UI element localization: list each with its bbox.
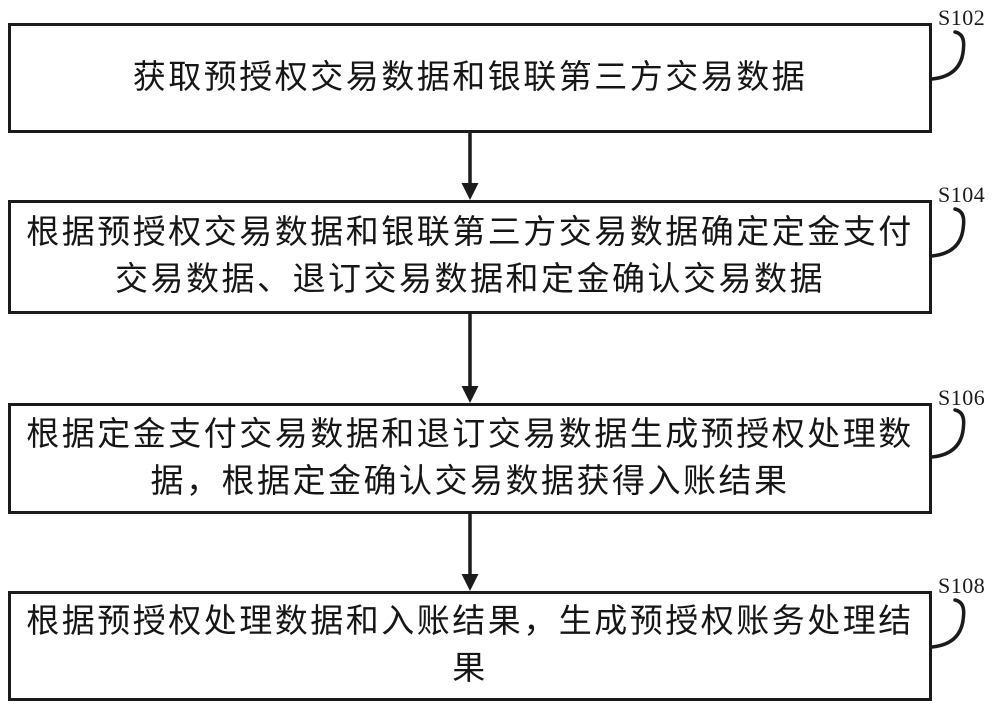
step-text-line: 根据定金支付交易数据和退订交易数据生成预授权处理数 [26,416,914,453]
flow-arrow-down-2 [461,314,479,403]
step-box-s104: 根据预授权交易数据和银联第三方交易数据确定定金支付 交易数据、退订交易数据和定金… [8,200,932,314]
step-text-line: 据，根据定金确认交易数据获得入账结果 [150,463,790,500]
reference-hook-curve-s106 [930,408,966,459]
reference-hook-curve-s102 [930,30,966,81]
reference-hook-curve-s104 [930,207,966,258]
step-label-s104: S104 [938,182,986,207]
step-box-s108: 根据预授权处理数据和入账结果，生成预授权账务处理结 果 [8,591,932,701]
step-box-s102: 获取预授权交易数据和银联第三方交易数据 [8,23,932,133]
step-text-line: 交易数据、退订交易数据和定金确认交易数据 [115,262,825,298]
reference-hook-curve-s108 [930,598,966,649]
step-box-s106: 根据定金支付交易数据和退订交易数据生成预授权处理数 据，根据定金确认交易数据获得… [8,403,932,514]
step-label-s106: S106 [938,385,986,410]
step-text-line: 获取预授权交易数据和银联第三方交易数据 [132,59,808,96]
step-text-line: 根据预授权交易数据和银联第三方交易数据确定定金支付 [26,215,914,251]
step-text-line: 根据预授权处理数据和入账结果，生成预授权账务处理结 [26,604,914,640]
step-label-s108: S108 [938,573,986,598]
flow-arrow-down-1 [461,133,479,200]
step-label-s102: S102 [938,5,986,30]
flow-arrow-down-3 [461,514,479,591]
step-text-line: 果 [452,651,488,687]
